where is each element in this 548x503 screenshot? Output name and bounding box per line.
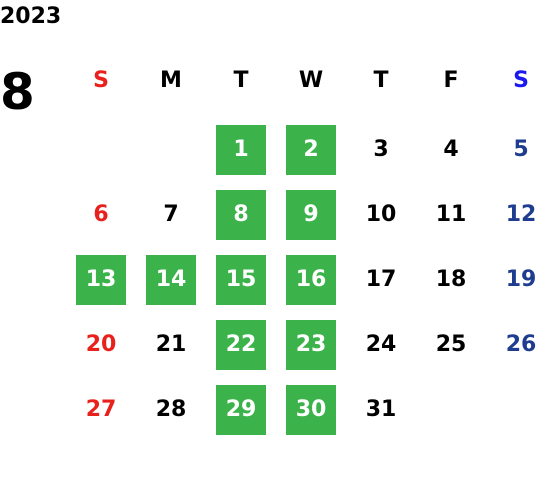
weekday-monday: M [160, 68, 182, 93]
day-cell-22[interactable]: 22 [216, 320, 266, 370]
day-cell-10[interactable]: 10 [365, 202, 397, 227]
day-cell-8[interactable]: 8 [216, 190, 266, 240]
day-cell-2[interactable]: 2 [286, 125, 336, 175]
day-cell-15[interactable]: 15 [216, 255, 266, 305]
day-cell-19[interactable]: 19 [505, 267, 537, 292]
weekday-tuesday: T [233, 68, 249, 93]
day-cell-27[interactable]: 27 [85, 397, 117, 422]
day-cell-24[interactable]: 24 [365, 332, 397, 357]
year-label: 2023 [0, 4, 62, 29]
day-cell-26[interactable]: 26 [505, 332, 537, 357]
day-cell-31[interactable]: 31 [365, 397, 397, 422]
day-cell-13[interactable]: 13 [76, 255, 126, 305]
weekday-sunday: S [93, 68, 109, 93]
day-cell-29[interactable]: 29 [216, 385, 266, 435]
day-cell-30[interactable]: 30 [286, 385, 336, 435]
day-cell-11[interactable]: 11 [435, 202, 467, 227]
day-cell-21[interactable]: 21 [155, 332, 187, 357]
day-cell-17[interactable]: 17 [365, 267, 397, 292]
weekday-saturday: S [513, 68, 529, 93]
day-cell-3[interactable]: 3 [373, 137, 389, 162]
day-cell-16[interactable]: 16 [286, 255, 336, 305]
day-cell-20[interactable]: 20 [85, 332, 117, 357]
day-cell-6[interactable]: 6 [93, 202, 109, 227]
day-cell-5[interactable]: 5 [513, 137, 529, 162]
day-cell-25[interactable]: 25 [435, 332, 467, 357]
day-cell-1[interactable]: 1 [216, 125, 266, 175]
day-cell-18[interactable]: 18 [435, 267, 467, 292]
day-cell-23[interactable]: 23 [286, 320, 336, 370]
day-cell-9[interactable]: 9 [286, 190, 336, 240]
weekday-wednesday: W [298, 68, 324, 93]
day-cell-28[interactable]: 28 [155, 397, 187, 422]
month-number: 8 [0, 63, 35, 121]
weekday-friday: F [443, 68, 459, 93]
day-cell-12[interactable]: 12 [505, 202, 537, 227]
day-cell-7[interactable]: 7 [163, 202, 179, 227]
day-cell-14[interactable]: 14 [146, 255, 196, 305]
weekday-thursday: T [373, 68, 389, 93]
day-cell-4[interactable]: 4 [443, 137, 459, 162]
